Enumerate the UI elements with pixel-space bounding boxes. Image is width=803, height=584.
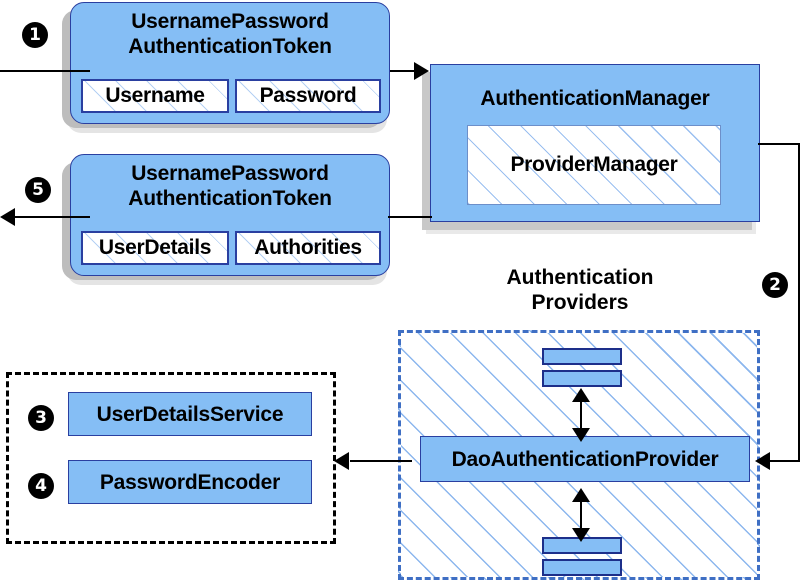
dao-authentication-provider-box: DaoAuthenticationProvider xyxy=(420,436,750,482)
request-token-title-line1: UsernamePassword xyxy=(131,10,329,33)
badge-step-4: 4 xyxy=(28,473,54,499)
outgoing-response-arrowhead xyxy=(0,208,15,226)
user-details-service-title: UserDetailsService xyxy=(96,403,284,426)
request-token-username-slot: Username xyxy=(81,79,229,113)
dao-authentication-provider-title: DaoAuthenticationProvider xyxy=(451,448,719,471)
response-token-userdetails-slot: UserDetails xyxy=(81,231,229,265)
response-token-title: UsernamePassword AuthenticationToken xyxy=(71,161,389,211)
manager-to-provider-line-bottom xyxy=(768,460,800,462)
provider-stub-bar-top-1 xyxy=(542,348,622,365)
request-token-title-line2: AuthenticationToken xyxy=(128,35,332,58)
response-token-title-line2: AuthenticationToken xyxy=(128,187,332,210)
provider-link-arrow-upper-head-up xyxy=(572,388,590,402)
provider-to-collaborators-line xyxy=(350,460,412,462)
request-token-card: UsernamePassword AuthenticationToken Use… xyxy=(70,2,390,124)
password-encoder-title: PasswordEncoder xyxy=(99,471,281,494)
token-to-manager-line xyxy=(390,70,427,72)
provider-manager-panel: ProviderManager xyxy=(467,125,721,205)
token-to-manager-arrowhead xyxy=(414,62,429,80)
badge-step-1: 1 xyxy=(22,22,48,48)
user-details-service-box: UserDetailsService xyxy=(68,392,312,436)
provider-link-arrow-lower-shaft xyxy=(580,496,582,530)
incoming-request-line xyxy=(0,70,90,72)
manager-to-response-token-line xyxy=(388,216,432,218)
authentication-providers-caption-line2: Providers xyxy=(531,291,629,314)
provider-stub-bar-top-2 xyxy=(542,370,622,387)
provider-link-arrow-upper-head-down xyxy=(572,428,590,442)
badge-step-5: 5 xyxy=(25,177,51,203)
authentication-manager-title: AuthenticationManager xyxy=(480,87,710,110)
manager-to-provider-line-vertical xyxy=(798,143,800,462)
response-token-title-line1: UsernamePassword xyxy=(131,162,329,185)
request-token-password-slot: Password xyxy=(235,79,381,113)
provider-link-arrow-lower-head-up xyxy=(572,488,590,502)
request-token-title: UsernamePassword AuthenticationToken xyxy=(71,9,389,59)
response-token-card: UsernamePassword AuthenticationToken Use… xyxy=(70,154,390,276)
response-token-authorities-slot: Authorities xyxy=(235,231,381,265)
provider-link-arrow-lower-head-down xyxy=(572,528,590,542)
password-encoder-box: PasswordEncoder xyxy=(68,460,312,504)
manager-to-provider-arrowhead xyxy=(755,452,770,470)
badge-step-2: 2 xyxy=(762,272,788,298)
provider-to-collaborators-arrowhead xyxy=(334,452,349,470)
outgoing-response-line xyxy=(14,216,90,218)
authentication-providers-caption-line1: Authentication xyxy=(506,266,654,289)
authentication-manager-box: AuthenticationManager ProviderManager xyxy=(430,64,760,222)
badge-step-3: 3 xyxy=(28,405,54,431)
manager-to-provider-line-top xyxy=(758,143,800,145)
provider-stub-bar-bottom-2 xyxy=(542,559,622,576)
provider-link-arrow-upper-shaft xyxy=(580,396,582,430)
authentication-providers-caption: Authentication Providers xyxy=(455,265,705,315)
